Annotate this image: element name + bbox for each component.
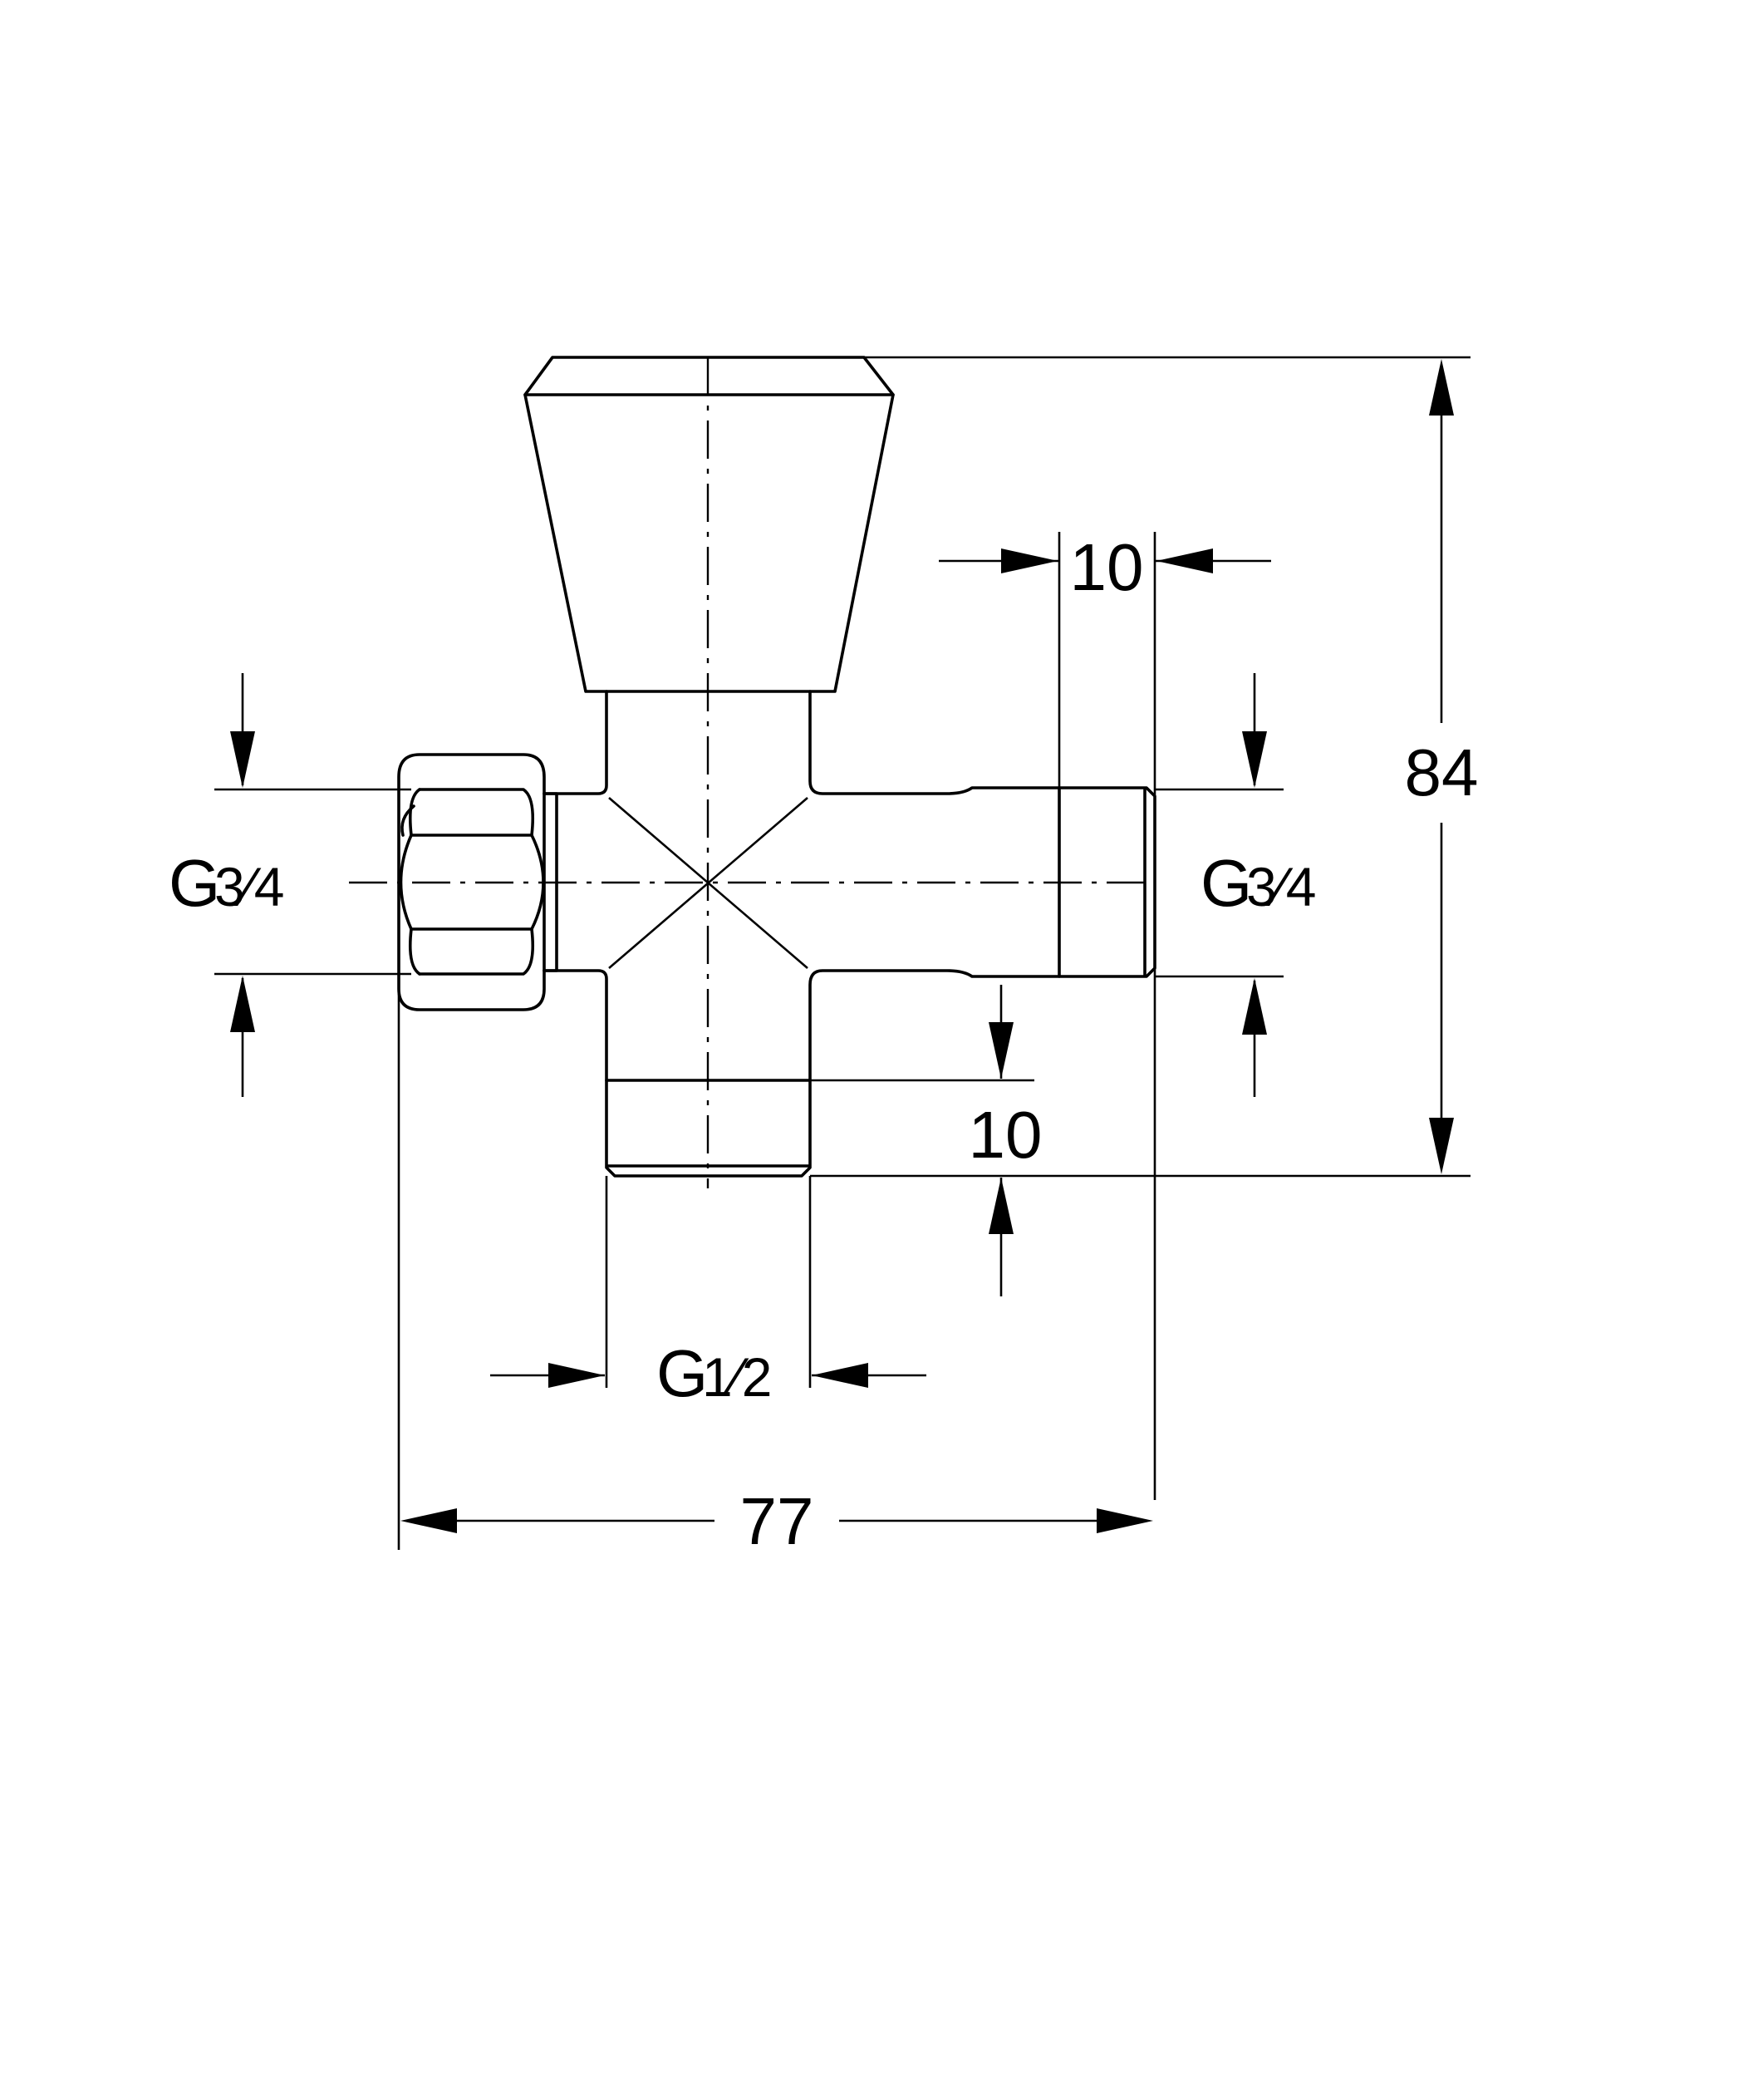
arrow-down bbox=[1429, 1118, 1454, 1174]
dimension-77: 77 bbox=[397, 989, 1153, 1558]
valve-body bbox=[543, 690, 1061, 1082]
dim-10-top-label: 10 bbox=[1070, 530, 1144, 604]
dimension-g-half: G 1⁄2 bbox=[490, 1176, 926, 1410]
thread-left-prefix: G bbox=[169, 846, 220, 920]
arrow-right bbox=[548, 1363, 605, 1388]
arrow-right bbox=[1097, 1508, 1153, 1533]
center-lines bbox=[349, 357, 1155, 1188]
arrow-right bbox=[1001, 548, 1058, 573]
arrow-up bbox=[1429, 359, 1454, 416]
arrow-down bbox=[1242, 731, 1267, 788]
arrow-down bbox=[989, 1022, 1014, 1079]
dim-84-label: 84 bbox=[1405, 735, 1479, 809]
dim-10-bottom-label: 10 bbox=[969, 1098, 1043, 1172]
thread-right-fraction: 3⁄4 bbox=[1246, 856, 1316, 917]
arrow-left bbox=[1156, 548, 1213, 573]
dimension-10-bottom: 10 bbox=[810, 985, 1042, 1296]
arrow-up bbox=[989, 1178, 1014, 1234]
arrow-left bbox=[400, 1508, 457, 1533]
arrow-down bbox=[230, 731, 255, 788]
dimension-g-three-quarter-left: G 3⁄4 bbox=[169, 673, 411, 1097]
thread-bottom-prefix: G bbox=[656, 1336, 708, 1410]
dimension-g-three-quarter-right: G 3⁄4 bbox=[1155, 673, 1316, 1097]
arrow-up bbox=[230, 976, 255, 1032]
arrow-left bbox=[812, 1363, 868, 1388]
dim-77-label: 77 bbox=[740, 1484, 814, 1558]
thread-right-prefix: G bbox=[1201, 846, 1252, 920]
thread-left-fraction: 3⁄4 bbox=[214, 856, 284, 917]
arrow-up bbox=[1242, 978, 1267, 1035]
dimension-84: 84 bbox=[810, 356, 1479, 1178]
dimension-10-top: 10 bbox=[939, 530, 1271, 1500]
thread-bottom-fraction: 1⁄2 bbox=[702, 1346, 772, 1408]
valve-handle bbox=[523, 356, 895, 693]
